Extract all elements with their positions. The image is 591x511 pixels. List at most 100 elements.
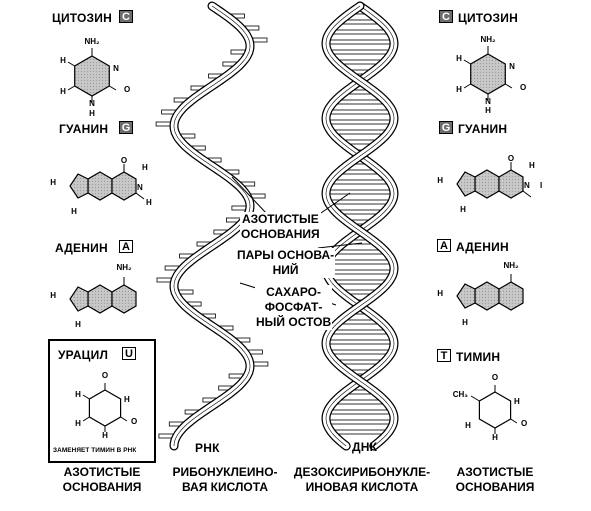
dna-base-pair-rung — [327, 49, 393, 55]
callout-line: НЫЙ ОСТОВ — [256, 315, 332, 329]
atom-label: N — [509, 62, 515, 71]
atom-label: H — [60, 87, 66, 96]
caption-line: АЗОТИСТЫЕ — [63, 465, 141, 479]
cytosine-label-right: ЦИТОЗИН — [458, 11, 518, 25]
atom-labels: NH₂ N O N H H H O H N H H H NH₂ H H O H … — [50, 35, 542, 442]
guanine-label-left: ГУАНИН — [59, 122, 109, 136]
caption-line: АЗОТИСТЫЕ — [456, 465, 534, 479]
dna-base-pair-rung — [325, 189, 395, 195]
uracil-note: ЗАМЕНЯЕТ ТИМИН В РНК — [53, 447, 137, 454]
dna-base-pair-rung — [330, 129, 390, 135]
caption-line: ИНОВАЯ КИСЛОТА — [305, 480, 419, 494]
atom-label: N — [89, 99, 95, 108]
cytosine-molecule-left — [67, 48, 117, 103]
atom-label: H — [124, 395, 130, 404]
caption-line: ОСНОВАНИЯ — [62, 480, 142, 494]
uracil-panel — [48, 339, 156, 463]
caption-line: РИБОНУКЛЕИНО- — [172, 465, 278, 479]
guanine-label-right: ГУАНИН — [458, 122, 508, 136]
dna-base-pair-rung — [325, 39, 395, 45]
caption-bases-right: АЗОТИСТЫЕ ОСНОВАНИЯ — [440, 465, 550, 495]
dna-base-pair-rung — [325, 419, 395, 425]
dna-base-pair-rung — [329, 179, 391, 185]
dna-base-pair-rung — [333, 249, 387, 255]
dna-base-pair-rung — [326, 409, 394, 415]
atom-label: NH₂ — [480, 35, 496, 44]
dna-base-pair-rung — [330, 429, 390, 435]
atom-label: H — [89, 109, 95, 118]
adenine-molecule-right — [456, 274, 524, 311]
atom-label: O — [131, 417, 137, 426]
caption-line: ДЕЗОКСИРИБОНУКЛЕ- — [293, 465, 431, 479]
atom-label: H — [75, 320, 81, 329]
thymine-badge: T — [437, 349, 451, 362]
caption-line: ВАЯ КИСЛОТА — [181, 480, 268, 494]
dna-base-pair-rung — [329, 329, 391, 335]
thymine-molecule — [470, 385, 518, 434]
atom-label: O — [520, 83, 526, 92]
cytosine-molecule-right — [463, 46, 513, 101]
atom-label: H — [142, 163, 148, 172]
cytosine-badge-right: C — [439, 10, 453, 23]
atom-label: I — [540, 181, 542, 190]
dna-strand-b-edge — [325, 5, 395, 447]
adenine-label-left: АДЕНИН — [55, 241, 108, 255]
adenine-molecule-left — [69, 277, 137, 314]
atom-label: O — [508, 154, 514, 163]
rna-strand-edge — [173, 5, 251, 447]
guanine-badge-left: G — [119, 121, 133, 134]
uracil-badge: U — [122, 347, 136, 360]
uracil-molecule — [82, 383, 128, 432]
atom-label: O — [521, 419, 527, 428]
guanine-molecule-left — [69, 164, 145, 201]
callout-line: ФОСФАТ- — [264, 300, 323, 314]
dna-base-pair-rung — [327, 349, 393, 355]
atom-label: H — [465, 421, 471, 430]
atom-label: H — [71, 207, 77, 216]
dna-base-pair-rung — [325, 269, 395, 275]
atom-label: O — [121, 156, 127, 165]
atom-label: N — [524, 181, 530, 190]
atom-label: H — [75, 390, 81, 399]
caption-bases-left: АЗОТИСТЫЕ ОСНОВАНИЯ — [46, 465, 158, 495]
atom-label: NH₂ — [116, 263, 132, 272]
atom-label: H — [485, 106, 491, 115]
dna-base-pair-rung — [329, 29, 391, 35]
callout-line: САХАРО- — [266, 285, 321, 299]
dna-base-pair-rung — [330, 279, 390, 285]
callout-line: НИЙ — [272, 263, 299, 277]
dna-base-pair-rung — [333, 99, 387, 105]
guanine-badge-right: G — [439, 121, 453, 134]
atom-label: H — [437, 289, 443, 298]
atom-label: H — [146, 198, 152, 207]
uracil-label: УРАЦИЛ — [58, 348, 109, 362]
callout-nitrogenous-bases: АЗОТИСТЫЕ ОСНОВАНИЯ — [240, 212, 321, 242]
caption-dna: ДЕЗОКСИРИБОНУКЛЕ- ИНОВАЯ КИСЛОТА — [292, 465, 432, 495]
adenine-label-right: АДЕНИН — [456, 240, 509, 254]
dna-label: ДНК — [352, 440, 378, 454]
atom-label: H — [462, 318, 468, 327]
guanine-molecule-right — [456, 162, 532, 199]
atom-label: H — [75, 419, 81, 428]
adenine-badge-left: A — [119, 240, 133, 253]
rna-label: РНК — [195, 441, 220, 455]
atom-label: N — [113, 64, 119, 73]
callout-line: ПАРЫ ОСНОВА- — [237, 248, 335, 262]
callout-base-pairs: ПАРЫ ОСНОВА- НИЙ — [236, 248, 336, 278]
atom-label: H — [456, 85, 462, 94]
atom-label: CH₃ — [453, 390, 469, 399]
cytosine-badge-left: C — [119, 10, 133, 23]
dna-base-pair-rung — [325, 339, 395, 345]
callout-line: АЗОТИСТЫЕ — [241, 212, 319, 226]
callout-sugar-phosphate-backbone: САХАРО- ФОСФАТ- НЫЙ ОСТОВ — [255, 285, 333, 330]
dna-base-pair-rung — [326, 109, 394, 115]
atom-label: H — [50, 291, 56, 300]
atom-label: H — [456, 54, 462, 63]
atom-label: H — [437, 176, 443, 185]
dna-base-pair-rung — [326, 259, 394, 265]
callout-line: ОСНОВАНИЯ — [241, 227, 320, 241]
atom-label: N — [137, 183, 143, 192]
atom-label: H — [460, 205, 466, 214]
